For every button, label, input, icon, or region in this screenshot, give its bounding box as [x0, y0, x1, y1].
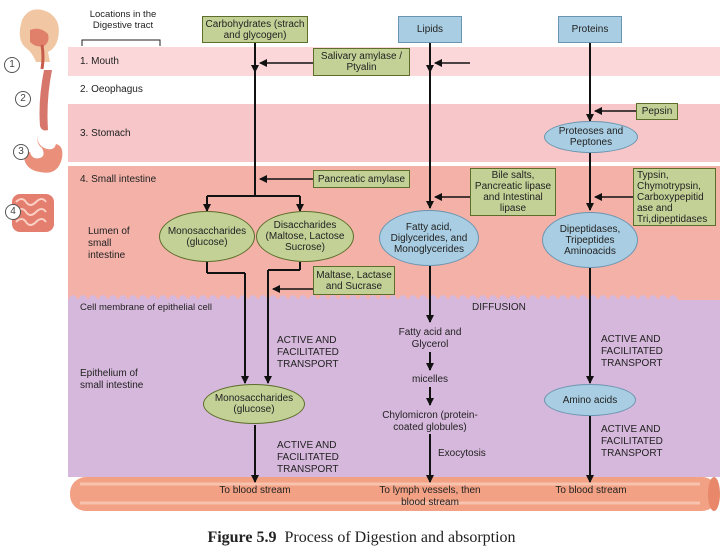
label-active-carb-upper: ACTIVE AND FACILITATED TRANSPORT: [277, 335, 339, 370]
label-exocytosis: Exocytosis: [438, 448, 486, 459]
enzyme-bile-lipase: Bile salts, Pancreatic lipase and Intest…: [470, 168, 556, 216]
product-proteoses: Proteoses and Peptones: [544, 121, 638, 153]
label-micelles: micelles: [411, 374, 449, 385]
label-to-lymph: To lymph vessels, then blood stream: [379, 485, 481, 508]
legend-heading: Locations in the Digestive tract: [89, 9, 157, 31]
organ-number-2: 2: [15, 91, 31, 107]
head-icon: [19, 9, 59, 70]
small-intestine-icon: [12, 194, 54, 232]
location-stomach: 3. Stomach: [80, 128, 131, 139]
label-fatty-glycerol: Fatty acid and Glycerol: [398, 327, 462, 350]
label-to-blood-protein: To blood stream: [555, 485, 627, 496]
location-mouth: 1. Mouth: [80, 56, 119, 67]
location-small-intestine: 4. Small intestine: [80, 174, 157, 185]
organ-number-4: 4: [5, 204, 21, 220]
label-diffusion: DIFFUSION: [472, 302, 526, 313]
product-monosaccharides-lumen: Monosaccharides (glucose): [159, 211, 255, 262]
enzyme-pancreatic-amylase: Pancreatic amylase: [313, 170, 410, 188]
location-epithelium: Epithelium of small intestine: [80, 368, 144, 391]
product-disaccharides: Disaccharides (Maltose, Lactose Sucrose): [256, 211, 354, 262]
stomach-icon: [23, 132, 63, 173]
cell-membrane-wave: [68, 295, 720, 310]
figure-title: Process of Digestion and absorption: [284, 529, 516, 546]
enzyme-salivary-amylase: Salivary amylase / Ptyalin: [313, 48, 410, 76]
label-active-protein-upper: ACTIVE AND FACILITATED TRANSPORT: [601, 334, 663, 369]
product-monosaccharides-epithelium: Monosaccharides (glucose): [203, 384, 305, 424]
label-to-blood-carb: To blood stream: [219, 485, 291, 496]
enzyme-maltase: Maltase, Lactase and Sucrase: [313, 266, 395, 295]
product-fatty-acid: Fatty acid, Diglycerides, and Monoglycer…: [379, 210, 479, 266]
location-lumen: Lumen of small intestine: [88, 226, 130, 261]
figure-caption: Figure 5.9 Process of Digestion and abso…: [0, 529, 723, 547]
label-active-carb-lower: ACTIVE AND FACILITATED TRANSPORT: [277, 440, 339, 475]
header-proteins: Proteins: [558, 16, 622, 43]
location-cell-membrane: Cell membrane of epithelial cell: [80, 302, 213, 313]
enzyme-trypsin: Typsin, Chymotrypsin, Carboxypepitid ase…: [633, 168, 716, 226]
header-lipids: Lipids: [398, 16, 462, 43]
location-oesophagus: 2. Oeophagus: [80, 84, 143, 95]
enzyme-pepsin: Pepsin: [636, 103, 678, 120]
header-carbohydrates: Carbohydrates (strach and glycogen): [202, 16, 308, 43]
label-active-protein-lower: ACTIVE AND FACILITATED TRANSPORT: [601, 424, 663, 459]
organ-number-3: 3: [13, 144, 29, 160]
product-dipeptidases: Dipeptidases, Tripeptides Aminoacids: [542, 212, 638, 268]
figure-number: Figure 5.9: [207, 529, 277, 546]
organ-number-1: 1: [4, 57, 20, 73]
oesophagus-icon: [39, 70, 52, 131]
label-chylomicron: Chylomicron (protein-coated globules): [382, 410, 478, 433]
product-amino-acids: Amino acids: [544, 384, 636, 416]
